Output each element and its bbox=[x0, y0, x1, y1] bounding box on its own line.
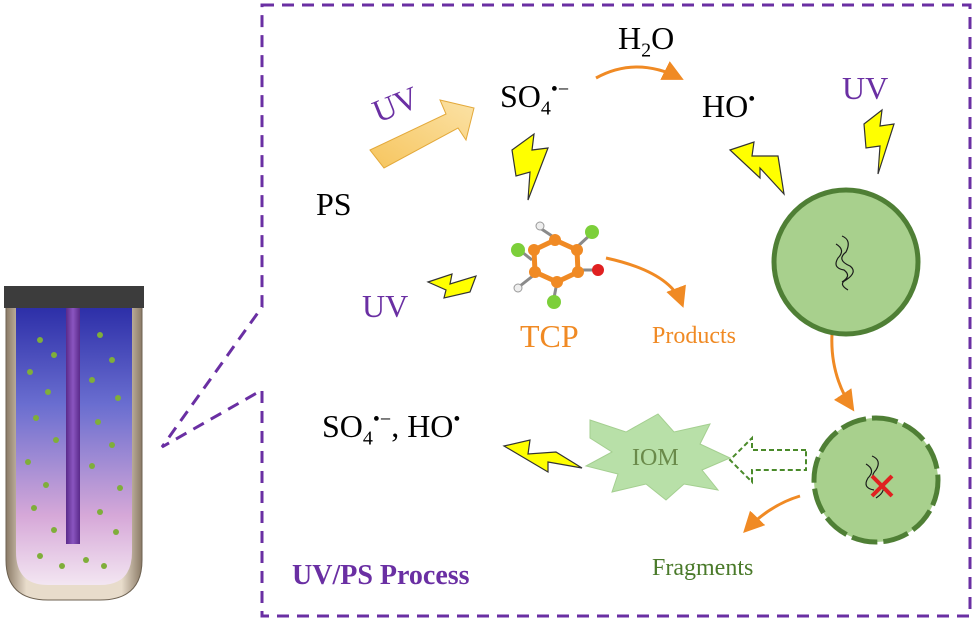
photoreactor bbox=[4, 286, 144, 601]
tcp-label: TCP bbox=[520, 318, 579, 354]
hydroxyl-radical-label: HO• bbox=[702, 88, 756, 124]
process-frame bbox=[160, 3, 972, 618]
arrow-cell-down-icon bbox=[830, 333, 855, 412]
arrow-so4-to-ho-icon bbox=[595, 61, 684, 80]
uv-label-left: UV bbox=[362, 288, 409, 324]
red-x-mark-icon bbox=[870, 474, 894, 498]
fragments-label: Fragments bbox=[652, 555, 754, 581]
reactor-particles bbox=[25, 332, 123, 569]
uv-label-top-right: UV bbox=[842, 70, 889, 106]
process-title: UV/PS Process bbox=[292, 560, 470, 591]
intact-cell bbox=[771, 187, 921, 337]
cell-dna-icon bbox=[835, 235, 854, 291]
release-arrow-icon bbox=[728, 435, 807, 485]
arrow-tcp-to-products-icon bbox=[605, 256, 686, 308]
so4-radical-label: SO4•− bbox=[500, 78, 570, 120]
ps-label: PS bbox=[316, 186, 352, 222]
iom-label: IOM bbox=[632, 445, 679, 471]
tcp-molecule-icon bbox=[511, 221, 604, 309]
damaged-cell bbox=[811, 415, 941, 545]
reactor-cap bbox=[4, 286, 144, 308]
uv-activation-arrow-icon bbox=[369, 99, 475, 169]
products-label: Products bbox=[652, 323, 736, 349]
iom-burst-icon bbox=[584, 413, 732, 501]
uv-lamp bbox=[66, 308, 80, 544]
radicals-label: SO4•−, HO• bbox=[322, 408, 461, 450]
lightning-bolt-icon bbox=[426, 108, 895, 474]
h2o-label: H2O bbox=[618, 20, 675, 62]
arrow-to-fragments-icon bbox=[743, 494, 801, 534]
